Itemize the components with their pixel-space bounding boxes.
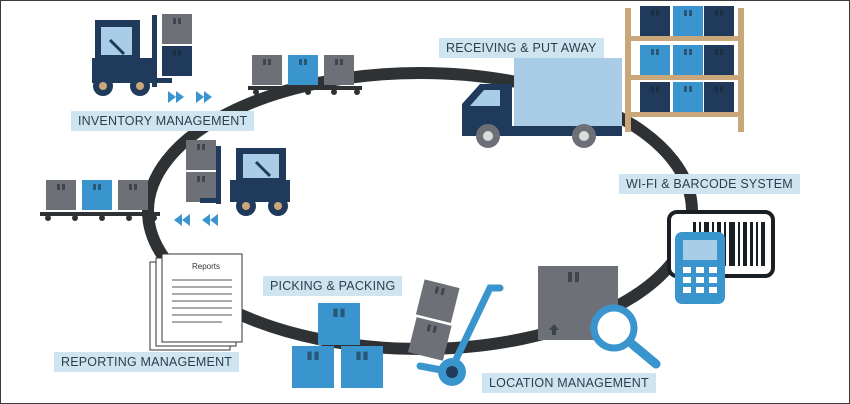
warehouse-shelf-icon bbox=[625, 6, 744, 132]
document-stack-icon bbox=[149, 253, 243, 351]
conveyor-belt-icon-left bbox=[40, 180, 160, 221]
document-title: Reports bbox=[192, 262, 221, 271]
barcode-scanner-icon bbox=[667, 210, 775, 304]
label-wifi-barcode-system: WI-FI & BARCODE SYSTEM bbox=[619, 174, 800, 194]
conveyor-belt-icon bbox=[248, 55, 362, 95]
label-inventory-management: INVENTORY MANAGEMENT bbox=[71, 111, 255, 131]
label-picking-packing: PICKING & PACKING bbox=[263, 276, 403, 296]
delivery-truck-icon bbox=[462, 58, 622, 148]
arrows-left-icon bbox=[174, 214, 218, 226]
forklift-icon bbox=[92, 14, 192, 96]
arrows-right-icon bbox=[168, 91, 212, 103]
label-reporting-management: REPORTING MANAGEMENT bbox=[54, 352, 240, 372]
forklift-icon-2 bbox=[186, 140, 290, 216]
label-location-management: LOCATION MANAGEMENT bbox=[482, 373, 656, 393]
hand-truck-icon bbox=[407, 279, 504, 386]
label-receiving-put-away: RECEIVING & PUT AWAY bbox=[439, 38, 604, 58]
magnifier-icon bbox=[590, 304, 661, 369]
